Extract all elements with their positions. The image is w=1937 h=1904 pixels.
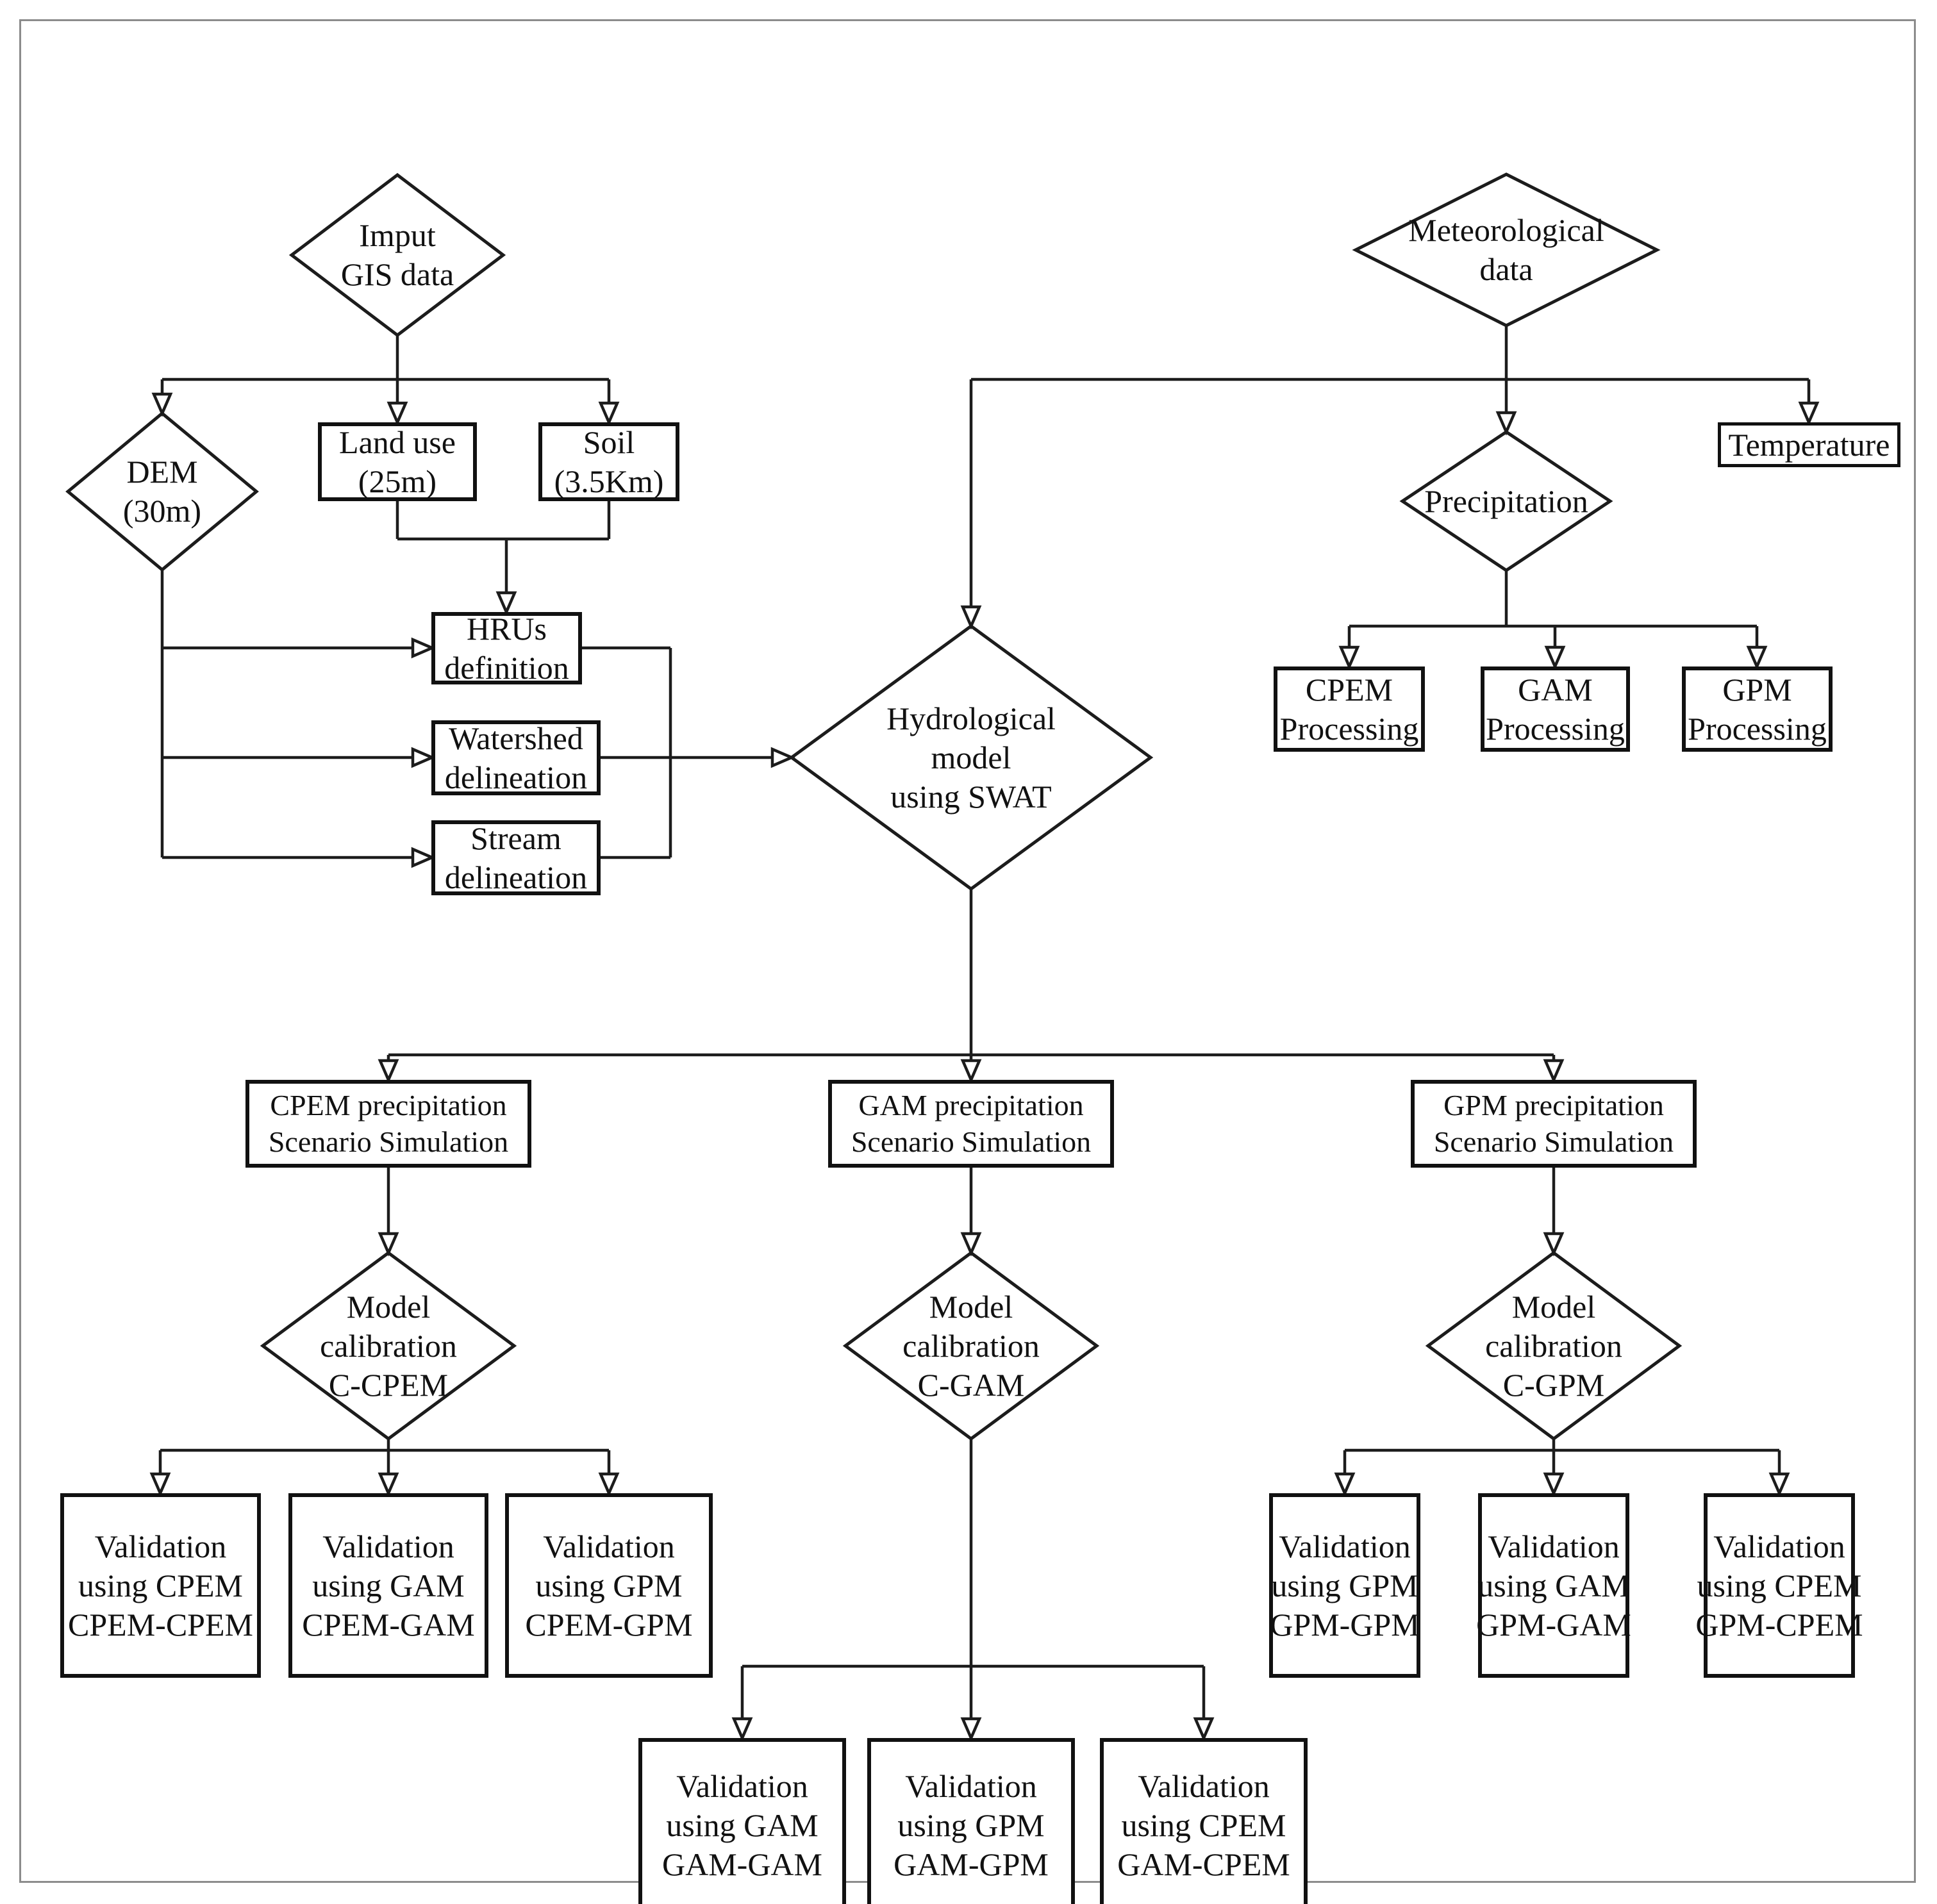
node-hrus-definition-label: HRUs definition [444,610,569,686]
node-cpem-processing: CPEM Processing [1274,666,1425,752]
node-model-calibration-c-gam-label: Model calibration C-GAM [902,1288,1040,1403]
node-validation-gpm-gam-label: Validation using GAM GPM-GAM [1476,1528,1631,1643]
node-validation-gam-gam: Validation using GAM GAM-GAM [638,1738,846,1904]
arrowhead-icon [963,1234,979,1253]
node-model-calibration-c-gpm: Model calibration C-GPM [1451,1285,1656,1407]
node-gpm-processing-label: GPM Processing [1688,671,1827,747]
diamond-precipitation [1399,429,1613,573]
diamond-c-gpm [1425,1250,1683,1441]
node-land-use: Land use (25m) [318,422,477,501]
node-temperature: Temperature [1718,422,1900,467]
arrowhead-icon [1498,413,1515,432]
node-watershed-delineation-label: Watershed delineation [444,720,588,795]
node-model-calibration-c-cpem: Model calibration C-CPEM [286,1285,491,1407]
node-validation-gpm-cpem-label: Validation using CPEM GPM-CPEM [1695,1528,1863,1643]
arrowhead-icon [152,1474,169,1493]
node-cpem-scenario-simulation-label: CPEM precipitation Scenario Simulation [268,1089,509,1158]
arrowhead-icon [1545,1061,1562,1080]
arrowhead-icon [413,849,432,866]
arrowhead-icon [963,1061,979,1080]
node-validation-cpem-gpm-label: Validation using GPM CPEM-GPM [525,1528,693,1643]
node-stream-delineation-label: Stream delineation [444,820,588,895]
node-validation-gpm-gpm: Validation using GPM GPM-GPM [1269,1493,1420,1678]
arrowhead-icon [1547,647,1563,666]
diamond-c-cpem [260,1250,517,1441]
arrowhead-icon [963,1719,979,1738]
node-validation-cpem-gam: Validation using GAM CPEM-GAM [288,1493,488,1678]
node-soil: Soil (3.5Km) [538,422,679,501]
node-gpm-processing: GPM Processing [1682,666,1833,752]
arrowhead-icon [1771,1474,1788,1493]
node-swat-model: Hydrological model using SWAT [849,697,1093,818]
node-precipitation: Precipitation [1410,476,1602,527]
node-validation-cpem-gpm: Validation using GPM CPEM-GPM [505,1493,713,1678]
node-temperature-label: Temperature [1728,426,1890,463]
node-hrus-definition: HRUs definition [431,611,582,686]
diamond-swat [788,624,1154,891]
node-dem-label: DEM (30m) [122,454,202,529]
node-gpm-scenario-simulation-label: GPM precipitation Scenario Simulation [1433,1089,1674,1158]
node-validation-gam-gpm-label: Validation using GPM GAM-GPM [894,1768,1049,1882]
arrowhead-icon [380,1474,397,1493]
arrowhead-icon [734,1719,751,1738]
node-model-calibration-c-gam: Model calibration C-GAM [869,1285,1074,1407]
diamond-input-gis [288,172,506,338]
node-precipitation-label: Precipitation [1424,483,1588,519]
node-validation-gam-cpem: Validation using CPEM GAM-CPEM [1100,1738,1308,1904]
node-validation-gpm-gam: Validation using GAM GPM-GAM [1476,1493,1631,1678]
node-gam-scenario-simulation-label: GAM precipitation Scenario Simulation [851,1089,1092,1158]
arrowhead-icon [1545,1474,1562,1493]
node-watershed-delineation: Watershed delineation [431,720,601,795]
arrowhead-icon [1336,1474,1353,1493]
node-input-gis: Imput GIS data [308,204,487,306]
node-gam-processing: GAM Processing [1481,666,1630,752]
arrowhead-icon [601,403,617,422]
node-dem: DEM (30m) [79,440,245,543]
diamond-shapes [65,172,1683,1441]
diamond-c-gam [842,1250,1100,1441]
arrowhead-icon [1195,1719,1212,1738]
arrowhead-icon [413,749,432,766]
node-meteorological-data: Meteorological data [1391,199,1622,301]
node-validation-gpm-gpm-label: Validation using GPM GPM-GPM [1270,1528,1420,1643]
node-validation-gpm-cpem: Validation using CPEM GPM-CPEM [1695,1493,1863,1678]
node-cpem-scenario-simulation: CPEM precipitation Scenario Simulation [245,1080,531,1168]
node-validation-cpem-gam-label: Validation using GAM CPEM-GAM [302,1528,475,1643]
arrowhead-icon [389,403,406,422]
arrowhead-icon [413,640,432,656]
arrowhead-icon [1341,647,1358,666]
node-model-calibration-c-cpem-label: Model calibration C-CPEM [320,1288,457,1403]
node-gam-scenario-simulation: GAM precipitation Scenario Simulation [828,1080,1114,1168]
node-validation-cpem-cpem: Validation using CPEM CPEM-CPEM [60,1493,261,1678]
node-validation-gam-gam-label: Validation using GAM GAM-GAM [662,1768,822,1882]
arrowhead-icon [154,394,170,413]
arrowhead-icon [963,607,979,626]
node-model-calibration-c-gpm-label: Model calibration C-GPM [1485,1288,1622,1403]
arrowhead-icon [1545,1234,1562,1253]
node-land-use-label: Land use (25m) [339,424,456,499]
arrowhead-icon [1749,647,1765,666]
node-validation-gam-cpem-label: Validation using CPEM GAM-CPEM [1117,1768,1290,1882]
node-gam-processing-label: GAM Processing [1486,671,1625,747]
node-cpem-processing-label: CPEM Processing [1279,671,1419,747]
node-swat-model-label: Hydrological model using SWAT [886,700,1056,815]
node-validation-gam-gpm: Validation using GPM GAM-GPM [867,1738,1075,1904]
node-stream-delineation: Stream delineation [431,820,601,895]
node-input-gis-label: Imput GIS data [340,217,454,292]
arrowhead-icon [601,1474,617,1493]
arrowhead-icon [380,1234,397,1253]
arrowhead-icon [380,1061,397,1080]
diamond-meteorological [1352,172,1661,327]
node-soil-label: Soil (3.5Km) [554,424,664,499]
arrowhead-icon [772,749,792,766]
node-meteorological-data-label: Meteorological data [1408,212,1604,287]
arrowhead-icon [1800,403,1817,422]
diamond-dem [65,411,259,572]
node-gpm-scenario-simulation: GPM precipitation Scenario Simulation [1411,1080,1697,1168]
node-validation-cpem-cpem-label: Validation using CPEM CPEM-CPEM [68,1528,253,1643]
